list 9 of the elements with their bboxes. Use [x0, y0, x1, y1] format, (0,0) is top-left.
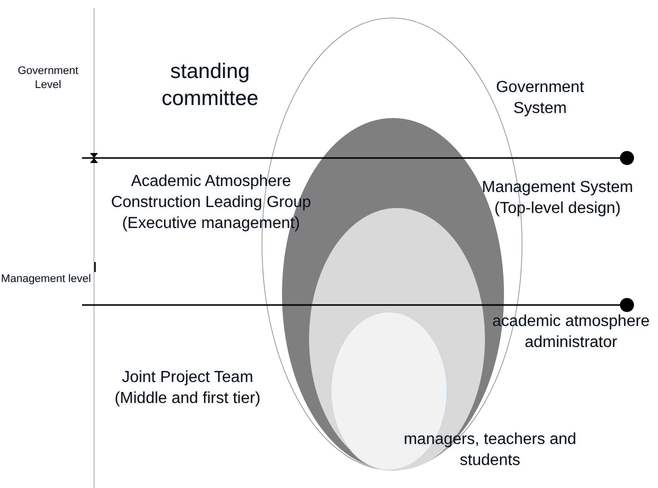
system-label: Management System (Top-level design) [480, 178, 634, 219]
level-label: Government Level [16, 64, 80, 93]
system-label: Government System [494, 78, 586, 119]
role-label: managers, teachers and students [402, 430, 578, 471]
body-label: Joint Project Team (Middle and first tier) [114, 368, 262, 409]
body-label: Academic Atmosphere Construction Leading Group (Executive management) [110, 172, 312, 234]
role-label: academic atmosphere administrator [491, 312, 651, 353]
level-label: Management level [0, 272, 92, 286]
body-label: standing committee [160, 59, 260, 112]
